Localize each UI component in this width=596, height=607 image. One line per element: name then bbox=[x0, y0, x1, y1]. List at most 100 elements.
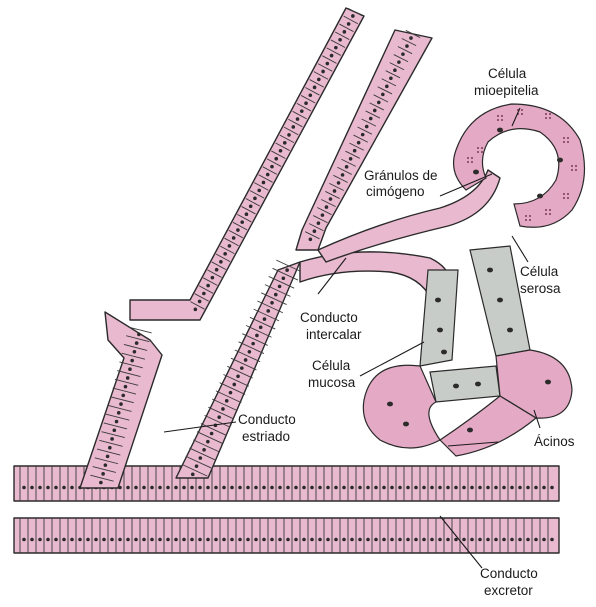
nucleus bbox=[518, 538, 522, 542]
nucleus bbox=[254, 486, 258, 490]
nucleus bbox=[115, 420, 119, 424]
nucleus bbox=[238, 486, 242, 490]
nucleus bbox=[270, 486, 274, 490]
leader-serosa bbox=[512, 236, 528, 262]
label-conducto-intercalar: Conducto intercalar bbox=[300, 310, 362, 342]
nucleus bbox=[550, 538, 554, 542]
nucleus bbox=[255, 334, 259, 338]
nucleus bbox=[194, 308, 198, 312]
nucleus bbox=[142, 486, 146, 490]
nucleus bbox=[124, 385, 128, 389]
nucleus bbox=[158, 538, 162, 542]
nucleus bbox=[502, 486, 506, 490]
nucleus bbox=[206, 486, 210, 490]
nucleus bbox=[182, 538, 186, 542]
nucleus bbox=[353, 149, 357, 153]
nucleus bbox=[279, 149, 283, 153]
nucleus bbox=[128, 367, 132, 371]
nucleus bbox=[537, 194, 543, 199]
nucleus bbox=[240, 220, 244, 224]
nucleus bbox=[206, 284, 210, 288]
nucleus bbox=[438, 486, 442, 490]
zymogen-granule bbox=[549, 209, 551, 211]
nucleus bbox=[236, 375, 240, 379]
nucleus bbox=[334, 486, 338, 490]
nucleus bbox=[166, 486, 170, 490]
nucleus bbox=[133, 350, 137, 354]
nucleus bbox=[390, 486, 394, 490]
zymogen-granule bbox=[467, 161, 469, 163]
nucleus bbox=[286, 486, 290, 490]
nucleus bbox=[112, 428, 116, 432]
label-celula-mucosa: Célula mucosa bbox=[308, 358, 356, 390]
nucleus bbox=[390, 538, 394, 542]
nucleus bbox=[119, 402, 123, 406]
nucleus bbox=[422, 538, 426, 542]
nucleus bbox=[302, 538, 306, 542]
nucleus bbox=[262, 486, 266, 490]
zymogen-granule bbox=[521, 109, 523, 111]
nucleus bbox=[202, 448, 206, 452]
nucleus bbox=[150, 486, 154, 490]
nucleus bbox=[214, 486, 218, 490]
zymogen-granule bbox=[521, 113, 523, 115]
nucleus bbox=[438, 538, 442, 542]
zymogen-granule bbox=[567, 193, 569, 195]
nucleus bbox=[101, 472, 105, 476]
label-granulos-cimogeno: Gránulos de cimógeno bbox=[364, 168, 441, 199]
nucleus bbox=[225, 399, 229, 403]
zymogen-granule bbox=[575, 169, 577, 171]
nucleus bbox=[62, 538, 66, 542]
nucleus bbox=[454, 486, 458, 490]
nucleus bbox=[229, 391, 233, 395]
nucleus bbox=[266, 173, 270, 177]
nucleus bbox=[278, 486, 282, 490]
nucleus bbox=[374, 538, 378, 542]
nucleus bbox=[409, 36, 413, 40]
nucleus bbox=[126, 486, 130, 490]
nucleus bbox=[199, 456, 203, 460]
nucleus bbox=[86, 538, 90, 542]
nucleus bbox=[232, 383, 236, 387]
label-conducto-estriado: Conducto estriado bbox=[238, 412, 300, 444]
nucleus bbox=[326, 62, 330, 66]
label-celula-serosa: Célula serosa bbox=[520, 264, 562, 296]
nucleus bbox=[389, 76, 393, 80]
nucleus bbox=[308, 93, 312, 97]
nucleus bbox=[310, 538, 314, 542]
nucleus bbox=[330, 54, 334, 58]
zymogen-granule bbox=[545, 209, 547, 211]
nucleus bbox=[214, 538, 218, 542]
nucleus bbox=[270, 165, 274, 169]
zymogen-granule bbox=[571, 165, 573, 167]
nucleus bbox=[365, 125, 369, 129]
nucleus bbox=[381, 93, 385, 97]
nucleus bbox=[274, 157, 278, 161]
nucleus bbox=[286, 538, 290, 542]
zymogen-granule bbox=[545, 113, 547, 115]
nucleus bbox=[405, 44, 409, 48]
nucleus bbox=[403, 422, 409, 427]
nucleus bbox=[240, 366, 244, 370]
nucleus bbox=[462, 486, 466, 490]
nucleus bbox=[121, 394, 125, 398]
nucleus bbox=[244, 358, 248, 362]
zymogen-granule bbox=[467, 157, 469, 159]
nucleus bbox=[494, 538, 498, 542]
nucleus bbox=[470, 538, 474, 542]
zymogen-granule bbox=[563, 141, 565, 143]
nucleus bbox=[398, 538, 402, 542]
nucleus bbox=[174, 538, 178, 542]
nucleus bbox=[343, 30, 347, 34]
nucleus bbox=[202, 292, 206, 296]
nucleus bbox=[291, 125, 295, 129]
zymogen-granule bbox=[481, 147, 483, 149]
zymogen-granule bbox=[477, 147, 479, 149]
nucleus bbox=[206, 440, 210, 444]
nucleus bbox=[287, 133, 291, 137]
nucleus bbox=[361, 133, 365, 137]
nucleus bbox=[274, 293, 278, 297]
zymogen-granule bbox=[471, 157, 473, 159]
nucleus bbox=[254, 538, 258, 542]
nucleus bbox=[300, 109, 304, 113]
